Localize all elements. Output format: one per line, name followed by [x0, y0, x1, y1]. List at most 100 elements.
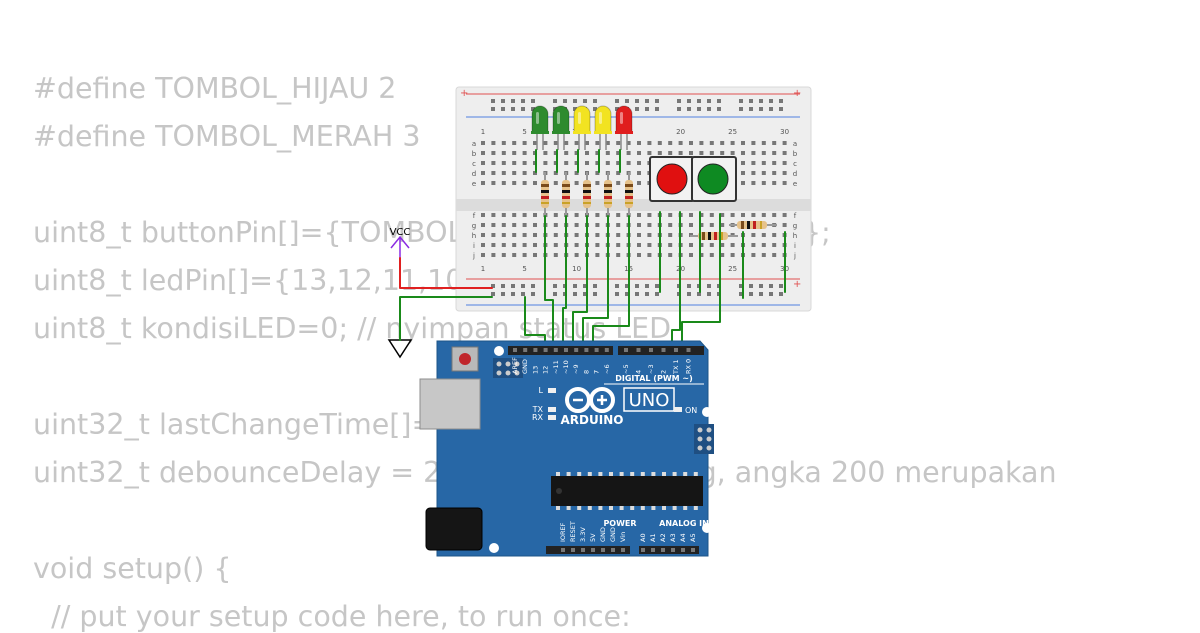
mount-hole — [702, 523, 712, 533]
push-buttons — [649, 156, 737, 202]
digital-label: DIGITAL (PWM ~) — [615, 374, 693, 383]
row-letter: i — [473, 242, 475, 250]
rail-plus-sign: + — [793, 88, 801, 99]
led-green — [531, 105, 549, 150]
row-letter: a — [793, 140, 797, 148]
digital-pin-label: 7 — [593, 370, 601, 374]
digital-pin-label: ~10 — [562, 360, 570, 374]
led-yellow — [573, 105, 591, 150]
code-line: void setup() { — [33, 552, 232, 585]
column-number: 5 — [522, 265, 526, 273]
digital-pin-label: ~11 — [552, 360, 560, 374]
arduino-logo-icon — [565, 387, 615, 413]
code-line: #define TOMBOL_HIJAU 2 — [33, 72, 397, 105]
column-number: 25 — [728, 128, 737, 136]
led-green — [552, 105, 570, 150]
reset-button[interactable] — [451, 346, 479, 372]
analog-label: ANALOG IN — [659, 519, 709, 528]
row-letter: d — [472, 170, 476, 178]
mount-hole — [489, 543, 499, 553]
tx-label: TX — [532, 405, 544, 414]
mount-hole — [702, 407, 712, 417]
row-letter: e — [793, 180, 797, 188]
digital-pin-label: GND — [521, 359, 529, 374]
power-header — [546, 546, 630, 554]
column-number: 1 — [481, 265, 485, 273]
rx-label: RX — [532, 413, 544, 422]
wire-gnd — [399, 296, 493, 341]
analog-pin-label: A3 — [669, 533, 677, 542]
power-jack — [425, 507, 483, 551]
wire-button — [671, 211, 681, 351]
row-letter: i — [794, 242, 796, 250]
analog-pin-label: A5 — [689, 533, 697, 542]
row-letter: f — [473, 212, 476, 220]
icsp-header-right — [694, 424, 714, 454]
digital-pin-label: ~9 — [572, 364, 580, 374]
column-number: 5 — [522, 128, 526, 136]
analog-pin-label: A4 — [679, 533, 687, 542]
gnd-symbol — [387, 339, 413, 359]
row-letter: c — [472, 160, 476, 168]
digital-pin-label: TX 1 — [672, 359, 680, 375]
resistor — [541, 172, 549, 216]
resistor — [604, 172, 612, 216]
l-led — [548, 388, 556, 393]
wire-led — [582, 215, 609, 351]
row-letter: a — [472, 140, 476, 148]
wire-led — [592, 215, 630, 351]
code-line: #define TOMBOL_MERAH 3 — [33, 120, 421, 153]
ground-icon — [387, 339, 413, 359]
row-letter: h — [472, 232, 476, 240]
row-letter: j — [793, 252, 796, 260]
row-letter: c — [793, 160, 797, 168]
row-letter: d — [793, 170, 797, 178]
rail-plus-sign: + — [793, 279, 801, 290]
analog-pin-label: A2 — [659, 533, 667, 542]
column-number: 20 — [676, 128, 685, 136]
analog-pin-label: A0 — [639, 533, 647, 542]
row-letter: g — [793, 222, 797, 230]
icsp-header — [493, 358, 523, 378]
resistor — [625, 172, 633, 216]
vcc-label: VCC — [390, 227, 411, 238]
rx-led — [548, 415, 556, 420]
breadboard[interactable]: + + + 115510101515202025253030aabbccddee… — [455, 86, 812, 312]
digital-header-right — [618, 346, 704, 355]
leds — [531, 105, 633, 150]
digital-pin-label: 8 — [582, 370, 590, 374]
microcontroller-chip — [551, 472, 703, 510]
code-line: uint8_t kondisiLED=0; // nyimpan status … — [33, 312, 672, 345]
code-line: // put your setup code here, to run once… — [33, 600, 631, 633]
power-pin-label: Vin — [619, 532, 627, 542]
push-button-red[interactable] — [649, 156, 695, 202]
power-pin-label: 3.3V — [579, 527, 587, 542]
digital-pin-label: AREF — [511, 357, 519, 374]
tx-led — [548, 407, 556, 412]
led-yellow — [594, 105, 612, 150]
brand-label: ARDUINO — [561, 413, 624, 427]
l-label: L — [539, 386, 544, 395]
digital-pin-label: 13 — [531, 366, 539, 374]
column-number: 10 — [572, 265, 581, 273]
analog-header — [639, 546, 699, 554]
row-letter: f — [794, 212, 797, 220]
power-pin-label: GND — [599, 527, 607, 542]
code-line: uint8_t ledPin[]={13,12,11,10,9}; — [33, 264, 519, 297]
wire-led — [562, 215, 567, 351]
digital-pin-label: ~5 — [622, 364, 630, 374]
led-red — [615, 105, 633, 150]
led-resistors — [541, 172, 633, 216]
wire-vcc — [399, 257, 493, 289]
rail-plus-sign: + — [460, 88, 468, 99]
row-letter: h — [793, 232, 797, 240]
column-number: 1 — [481, 128, 485, 136]
push-button-green[interactable] — [691, 156, 737, 202]
digital-header-left — [508, 346, 613, 355]
usb-port — [419, 378, 481, 430]
